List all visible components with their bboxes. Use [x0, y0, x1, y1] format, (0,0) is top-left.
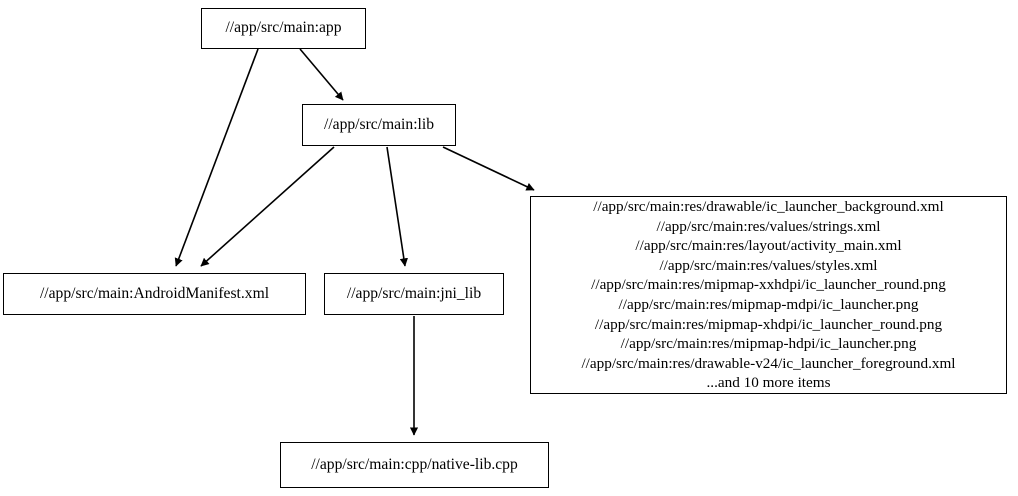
res-line-mipmap-hdpi-ic-launcher: //app/src/main:res/mipmap-hdpi/ic_launch…	[620, 335, 917, 353]
res-line-more-items: ...and 10 more items	[706, 374, 831, 392]
graph-node-lib[interactable]: //app/src/main:lib	[302, 104, 456, 146]
edge-lib-to-jni	[386, 146, 408, 267]
res-line-mipmap-xhdpi-ic-launcher-round: //app/src/main:res/mipmap-xhdpi/ic_launc…	[594, 315, 943, 333]
graph-node-res-bundle[interactable]: //app/src/main:res/drawable/ic_launcher_…	[530, 196, 1007, 394]
res-line-drawable-ic-launcher-background: //app/src/main:res/drawable/ic_launcher_…	[593, 197, 944, 215]
res-line-values-strings: //app/src/main:res/values/strings.xml	[656, 217, 881, 235]
res-line-layout-activity-main: //app/src/main:res/layout/activity_main.…	[635, 237, 902, 255]
graph-node-jni-lib-label: //app/src/main:jni_lib	[346, 284, 482, 302]
graph-node-lib-label: //app/src/main:lib	[323, 115, 434, 133]
graph-node-app[interactable]: //app/src/main:app	[201, 8, 366, 49]
graph-node-res-bundle-lines: //app/src/main:res/drawable/ic_launcher_…	[581, 197, 955, 393]
res-line-mipmap-xxhdpi-ic-launcher-round: //app/src/main:res/mipmap-xxhdpi/ic_laun…	[591, 276, 946, 294]
graph-node-android-manifest[interactable]: //app/src/main:AndroidManifest.xml	[3, 273, 306, 315]
edge-app-to-manifest	[174, 48, 259, 267]
edge-lib-to-manifest	[200, 146, 335, 267]
res-line-mipmap-mdpi-ic-launcher: //app/src/main:res/mipmap-mdpi/ic_launch…	[618, 296, 919, 313]
graph-node-native-lib-cpp-label: //app/src/main:cpp/native-lib.cpp	[311, 455, 518, 473]
graph-node-app-label: //app/src/main:app	[225, 19, 342, 37]
res-line-drawable-v24-ic-launcher-foreground: //app/src/main:res/drawable-v24/ic_launc…	[581, 354, 956, 372]
graph-node-native-lib-cpp[interactable]: //app/src/main:cpp/native-lib.cpp	[280, 442, 549, 488]
graph-node-android-manifest-label: //app/src/main:AndroidManifest.xml	[39, 284, 270, 302]
edge-lib-to-res	[442, 146, 535, 191]
edge-app-to-lib	[299, 48, 344, 101]
graph-node-jni-lib[interactable]: //app/src/main:jni_lib	[324, 273, 504, 315]
res-line-values-styles: //app/src/main:res/values/styles.xml	[659, 256, 878, 274]
